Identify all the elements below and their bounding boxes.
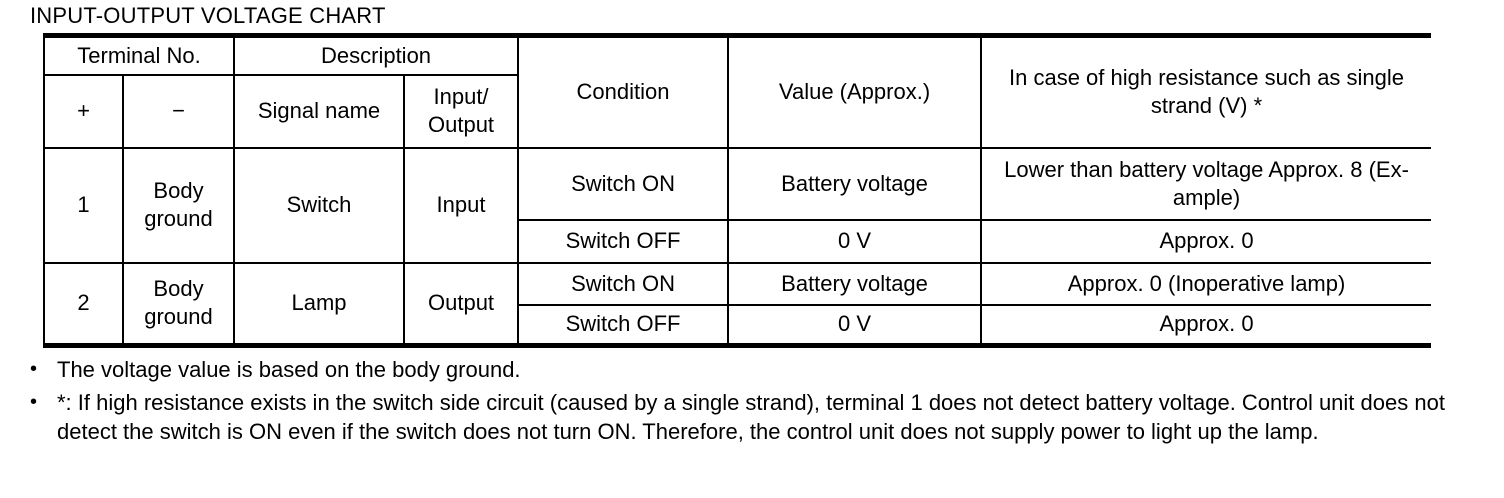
cell-signal-name: Lamp	[233, 261, 406, 347]
table-row-terminal2-switch-on: 2 Body ground Lamp Output Switch ON Batt…	[43, 261, 1432, 347]
note-text: The voltage value is based on the body g…	[57, 357, 521, 382]
col-header-value: Value (Approx.)	[727, 34, 983, 149]
header-row-top: Terminal No. Description Condition Value…	[42, 34, 1432, 149]
col-header-condition: Condition	[517, 34, 730, 149]
bullet-icon: •	[30, 391, 38, 413]
cell-condition: Switch ON	[517, 146, 730, 221]
cell-high-resistance: Approx. 0 (Inoperative lamp)	[980, 261, 1432, 306]
header-row-sub: + − Signal name Input/ Output	[43, 73, 1431, 149]
col-header-signal-name: Signal name	[233, 73, 406, 149]
col-header-input-output: Input/ Output	[403, 73, 520, 149]
cell-terminal-plus: 2	[43, 261, 124, 347]
col-header-terminal-no: Terminal No.	[42, 34, 236, 76]
cell-condition: Switch ON	[517, 261, 730, 306]
table-row-terminal2-switch-off: Switch OFF 0 V Approx. 0	[44, 303, 1432, 347]
cell-high-resistance: Approx. 0	[980, 218, 1432, 264]
col-header-high-resistance: In case of high resistance such as singl…	[980, 34, 1432, 149]
cell-terminal-minus: Body ground	[121, 146, 236, 264]
col-header-minus: −	[121, 73, 236, 149]
cell-input-output: Input	[403, 146, 520, 264]
note-item-voltage-basis: • The voltage value is based on the body…	[30, 355, 1470, 384]
page-title: INPUT-OUTPUT VOLTAGE CHART	[30, 3, 386, 28]
note-item-high-resistance-explanation: • *: If high resistance exists in the sw…	[30, 388, 1470, 446]
cell-high-resistance: Approx. 0	[980, 303, 1432, 347]
bullet-icon: •	[30, 358, 38, 380]
cell-condition: Switch OFF	[517, 218, 730, 264]
cell-value: Battery voltage	[727, 261, 983, 306]
cell-value: Battery voltage	[727, 146, 983, 221]
table-row-terminal1-switch-off: Switch OFF 0 V Approx. 0	[44, 218, 1432, 264]
cell-terminal-minus: Body ground	[121, 261, 236, 347]
cell-value: 0 V	[727, 218, 983, 264]
cell-condition: Switch OFF	[517, 303, 730, 347]
voltage-chart-table: Terminal No. Description Condition Value…	[42, 33, 1432, 348]
cell-input-output: Output	[403, 261, 520, 347]
cell-value: 0 V	[727, 303, 983, 347]
col-header-description: Description	[233, 34, 520, 76]
cell-high-resistance: Lower than battery voltage Approx. 8 (Ex…	[980, 146, 1432, 221]
table-row-terminal1-switch-on: 1 Body ground Switch Input Switch ON Bat…	[43, 146, 1432, 264]
cell-signal-name: Switch	[233, 146, 406, 264]
notes-list: • The voltage value is based on the body…	[30, 355, 1470, 450]
col-header-plus: +	[43, 73, 124, 149]
note-text: *: If high resistance exists in the swit…	[57, 390, 1445, 444]
cell-terminal-plus: 1	[43, 146, 124, 264]
